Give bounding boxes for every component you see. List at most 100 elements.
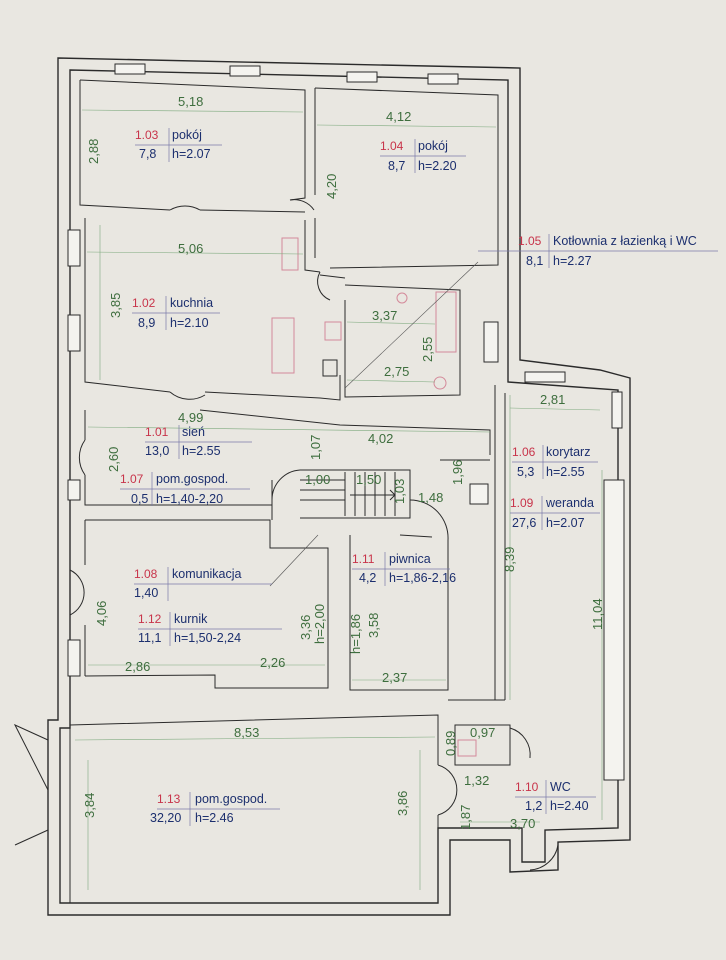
dim-text: 5,18 xyxy=(178,94,203,109)
room-area: 27,6 xyxy=(512,516,536,530)
room-label-1-03: 1.03 pokój 7,8 h=2.07 xyxy=(135,128,222,162)
dim-text: 3,37 xyxy=(372,308,397,323)
room-area: 5,3 xyxy=(517,465,534,479)
room-area: 4,2 xyxy=(359,571,376,585)
room-number: 1.12 xyxy=(138,612,162,626)
dim-text: 0,89 xyxy=(443,731,458,756)
dim-text: 2,88 xyxy=(86,139,101,164)
dim-text: 2,60 xyxy=(106,447,121,472)
dim-text: 4,02 xyxy=(368,431,393,446)
stairs xyxy=(300,472,396,516)
room-area: 7,8 xyxy=(139,147,156,161)
room-name: weranda xyxy=(545,496,594,510)
room-height: h=2.55 xyxy=(182,444,221,458)
dim-text: 3,36 xyxy=(298,615,313,640)
room-area: 11,1 xyxy=(138,631,161,645)
room-height: h=1,40-2,20 xyxy=(156,492,223,506)
room-number: 1.01 xyxy=(145,425,169,439)
room-area: 1,40 xyxy=(134,586,158,600)
room-number: 1.02 xyxy=(132,296,156,310)
room-area: 0,5 xyxy=(131,492,148,506)
room-label-1-09: 1.09 weranda 27,6 h=2.07 xyxy=(510,496,600,530)
room-number: 1.06 xyxy=(512,445,536,459)
dim-text: 2,37 xyxy=(382,670,407,685)
room-height: h=2.20 xyxy=(418,159,457,173)
dim-text: 1,32 xyxy=(464,773,489,788)
dim-text: 3,70 xyxy=(510,816,535,831)
room-number: 1.04 xyxy=(380,139,404,153)
room-height: h=2.55 xyxy=(546,465,585,479)
dim-text: 5,06 xyxy=(178,241,203,256)
room-label-1-05: 1.05 Kotłownia z łazienką i WC 8,1 h=2.2… xyxy=(478,234,718,268)
room-height: h=1,86-2,16 xyxy=(389,571,456,585)
dim-text: 1,07 xyxy=(308,435,323,460)
room-number: 1.09 xyxy=(510,496,534,510)
room-height: h=2.07 xyxy=(546,516,585,530)
room-name: korytarz xyxy=(546,445,590,459)
room-area: 8,1 xyxy=(526,254,543,268)
room-number: 1.08 xyxy=(134,567,158,581)
leader-line xyxy=(269,534,319,587)
fixtures xyxy=(271,237,477,757)
room-name: kuchnia xyxy=(170,296,213,310)
leader-line xyxy=(344,261,479,389)
dim-text: 8,39 xyxy=(502,547,517,572)
dim-text: 0,97 xyxy=(470,725,495,740)
dim-text: 3,86 xyxy=(395,791,410,816)
room-area: 8,9 xyxy=(138,316,155,330)
dim-text: 3,84 xyxy=(82,793,97,818)
dim-text: 2,75 xyxy=(384,364,409,379)
room-label-1-01: 1.01 sień 13,0 h=2.55 xyxy=(145,425,252,459)
windows xyxy=(67,63,625,781)
dimension-lines xyxy=(74,109,603,890)
dim-text: h=2,00 xyxy=(312,604,327,644)
dim-text: 11,04 xyxy=(590,598,605,630)
room-height: h=2.10 xyxy=(170,316,209,330)
dim-text: 4,06 xyxy=(94,601,109,626)
room-label-1-08: 1.08 komunikacja 1,40 xyxy=(134,567,272,601)
room-number: 1.10 xyxy=(515,780,539,794)
room-name: pom.gospod. xyxy=(156,472,228,486)
room-name: sień xyxy=(182,425,205,439)
room-height: h=2.40 xyxy=(550,799,589,813)
room-name: pokój xyxy=(418,139,448,153)
dim-text: 2,86 xyxy=(125,659,150,674)
room-label-1-02: 1.02 kuchnia 8,9 h=2.10 xyxy=(132,296,220,330)
room-number: 1.07 xyxy=(120,472,144,486)
room-name: WC xyxy=(550,780,571,794)
doors xyxy=(13,199,559,871)
room-area: 8,7 xyxy=(388,159,405,173)
room-area: 32,20 xyxy=(150,811,181,825)
dim-text: h=1,86 xyxy=(348,614,363,654)
dim-text: 4,99 xyxy=(178,410,203,425)
room-number: 1.05 xyxy=(518,234,542,248)
room-name: komunikacja xyxy=(172,567,242,581)
dim-text: 1,03 xyxy=(392,479,407,504)
room-number: 1.11 xyxy=(352,552,375,566)
room-label-1-13: 1.13 pom.gospod. 32,20 h=2.46 xyxy=(150,792,280,826)
room-name: piwnica xyxy=(389,552,431,566)
dim-text: 1,96 xyxy=(450,460,465,485)
room-label-1-11: 1.11 piwnica 4,2 h=1,86-2,16 xyxy=(352,552,456,586)
dim-text: 4,20 xyxy=(324,174,339,199)
dim-text: 1,00 xyxy=(305,472,330,487)
room-height: h=2.07 xyxy=(172,147,211,161)
dim-text: 2,55 xyxy=(420,337,435,362)
room-labels: 1.03 pokój 7,8 h=2.07 1.04 pokój 8,7 h=2… xyxy=(120,128,718,826)
room-number: 1.03 xyxy=(135,128,159,142)
room-area: 13,0 xyxy=(145,444,169,458)
room-label-1-12: 1.12 kurnik 11,1 h=1,50-2,24 xyxy=(138,612,282,646)
room-height: h=2.46 xyxy=(195,811,234,825)
dimension-texts: 5,18 4,12 2,88 4,20 5,06 3,85 3,37 2,55 … xyxy=(82,94,605,831)
room-label-1-10: 1.10 WC 1,2 h=2.40 xyxy=(515,780,596,814)
dim-text: 3,58 xyxy=(366,613,381,638)
room-label-1-07: 1.07 pom.gospod. 0,5 h=1,40-2,20 xyxy=(120,472,250,506)
dim-text: 2,81 xyxy=(540,392,565,407)
inner-walls xyxy=(69,79,511,903)
dim-text: 1,50 xyxy=(356,472,381,487)
room-area: 1,2 xyxy=(525,799,542,813)
room-name: Kotłownia z łazienką i WC xyxy=(553,234,697,248)
room-label-1-04: 1.04 pokój 8,7 h=2.20 xyxy=(380,139,466,173)
room-name: kurnik xyxy=(174,612,208,626)
